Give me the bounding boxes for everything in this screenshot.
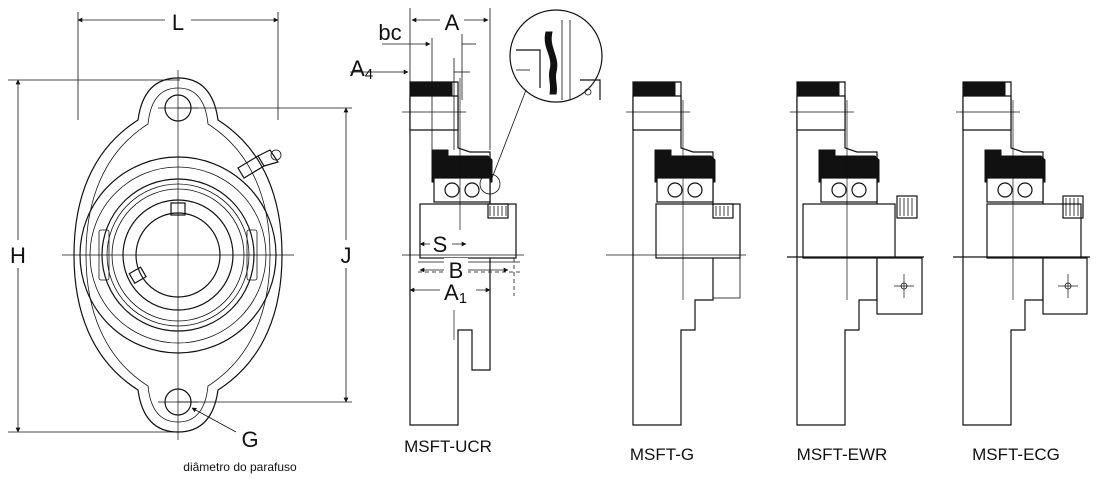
view-caption-ucr: MSFT-UCR	[404, 437, 492, 456]
dim-label-g: G	[241, 427, 258, 452]
dim-label-h: H	[10, 243, 26, 268]
dim-label-j: J	[341, 243, 352, 268]
view-caption-ewr: MSFT-EWR	[797, 445, 888, 464]
dim-label-l: L	[172, 10, 184, 35]
set-screw-side-icon	[128, 266, 147, 285]
seal-detail-view	[509, 9, 603, 103]
dim-label-bc: bc	[378, 20, 401, 45]
dim-label-a1: A1	[444, 280, 467, 307]
grease-fitting-icon	[237, 149, 282, 179]
dim-label-a4: A4	[350, 56, 373, 83]
dim-label-s: S	[433, 232, 448, 257]
side-view-ecg: MSFT-ECG	[953, 81, 1090, 464]
dim-label-b: B	[449, 258, 464, 283]
view-caption-g: MSFT-G	[630, 445, 694, 464]
view-caption-ecg: MSFT-ECG	[972, 445, 1060, 464]
side-view-ucr: A bc A4 S B A1	[350, 8, 603, 456]
front-view: L H J G diâmetro do parafuso	[6, 6, 358, 474]
bolt-diameter-note: diâmetro do parafuso	[183, 460, 297, 474]
side-view-g: MSFT-G	[606, 81, 746, 464]
side-view-ewr: MSFT-EWR	[787, 81, 924, 464]
dim-label-a: A	[445, 10, 460, 35]
